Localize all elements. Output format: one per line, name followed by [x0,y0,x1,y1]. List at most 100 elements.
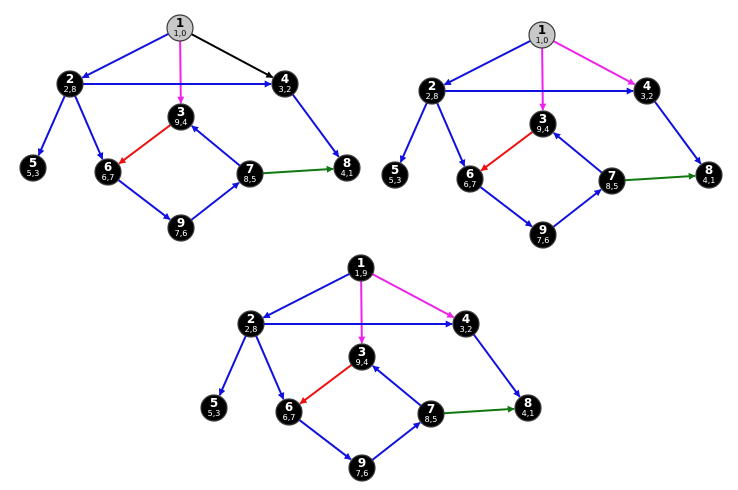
edge-6-to-9 [479,186,533,228]
node-id-label: 1 [538,23,546,37]
node-8: 84,1 [514,394,542,422]
node-value-label: 7,6 [175,229,188,238]
node-4: 43,2 [452,310,480,338]
node-value-label: 9,4 [356,358,369,367]
node-id-label: 3 [177,105,185,119]
node-value-label: 8,5 [425,415,438,424]
node-9: 97,6 [348,454,376,482]
node-value-label: 3,2 [460,325,473,334]
node-value-label: 8,5 [606,182,619,191]
node-3: 39,4 [529,110,557,138]
node-value-label: 2,8 [245,325,258,334]
edge-2-to-6 [255,335,285,400]
graph-3: 11,9 22,8 39,4 43,2 55,3 66,7 78,5 84,1 97,6 [200,254,542,482]
node-circle [167,214,195,242]
edge-1-to-3 [358,280,366,344]
node-circle [166,14,194,42]
node-6: 66,7 [275,398,303,426]
node-circle [347,254,375,282]
node-id-label: 8 [343,156,351,170]
node-8: 84,1 [333,154,361,182]
node-id-label: 6 [285,400,293,414]
edge-3-to-6 [480,131,534,172]
node-circle [56,70,84,98]
node-5: 55,3 [19,154,47,182]
node-circle [19,154,47,182]
node-circle [333,154,361,182]
node-value-label: 3,2 [641,92,654,101]
node-circle [94,158,122,186]
node-6: 66,7 [94,158,122,186]
node-circle [275,398,303,426]
node-circle [695,161,723,189]
node-1: 11,0 [528,21,556,49]
edge-2-to-5 [37,95,66,156]
node-circle [237,310,265,338]
node-circle [348,343,376,371]
edge-7-to-8 [443,405,515,415]
edge-6-to-9 [298,419,352,461]
node-id-label: 7 [608,169,616,183]
edge-1-to-4 [552,40,636,86]
node-7: 78,5 [236,160,264,188]
node-value-label: 4,1 [341,169,354,178]
node-4: 43,2 [271,70,299,98]
edge-7-to-8 [624,172,696,182]
edge-2-to-5 [399,102,428,163]
node-value-label: 8,5 [244,175,257,184]
node-value-label: 6,7 [283,413,296,422]
node-value-label: 7,6 [537,236,550,245]
edge-2-to-5 [218,335,247,396]
node-value-label: 1,9 [355,269,368,278]
node-circle [271,70,299,98]
node-circle [514,394,542,422]
node-1: 11,9 [347,254,375,282]
node-id-label: 8 [524,396,532,410]
node-value-label: 4,1 [522,409,535,418]
node-circle [456,165,484,193]
node-value-label: 7,6 [356,469,369,478]
node-circle [529,221,557,249]
node-id-label: 6 [466,167,474,181]
node-circle [633,77,661,105]
node-id-label: 9 [539,223,547,237]
edge-1-to-4 [371,273,455,319]
node-id-label: 2 [66,72,74,86]
node-circle [529,110,557,138]
node-3: 39,4 [348,343,376,371]
node-id-label: 3 [358,345,366,359]
node-id-label: 5 [391,163,399,177]
node-value-label: 2,8 [64,85,77,94]
node-id-label: 2 [428,79,436,93]
node-value-label: 5,3 [27,169,40,178]
node-5: 55,3 [200,394,228,422]
edge-9-to-7 [552,188,602,228]
node-circle [528,21,556,49]
node-id-label: 8 [705,163,713,177]
node-value-label: 5,3 [389,176,402,185]
edge-9-to-7 [371,421,421,461]
edge-9-to-7 [190,181,240,221]
node-7: 78,5 [417,400,445,428]
node-2: 22,8 [237,310,265,338]
edge-1-to-3 [177,40,185,104]
node-value-label: 1,0 [174,29,187,38]
edge-7-to-3 [191,125,241,167]
node-id-label: 6 [104,160,112,174]
edge-1-to-2 [81,33,169,79]
edge-4-to-8 [472,333,521,398]
node-value-label: 1,0 [536,36,549,45]
node-id-label: 4 [281,72,289,86]
node-circle [452,310,480,338]
edge-7-to-3 [553,132,603,174]
node-circle [200,394,228,422]
edge-2-to-6 [74,95,104,160]
node-id-label: 4 [643,79,651,93]
edge-1-to-2 [262,273,350,319]
node-2: 22,8 [56,70,84,98]
node-4: 43,2 [633,77,661,105]
